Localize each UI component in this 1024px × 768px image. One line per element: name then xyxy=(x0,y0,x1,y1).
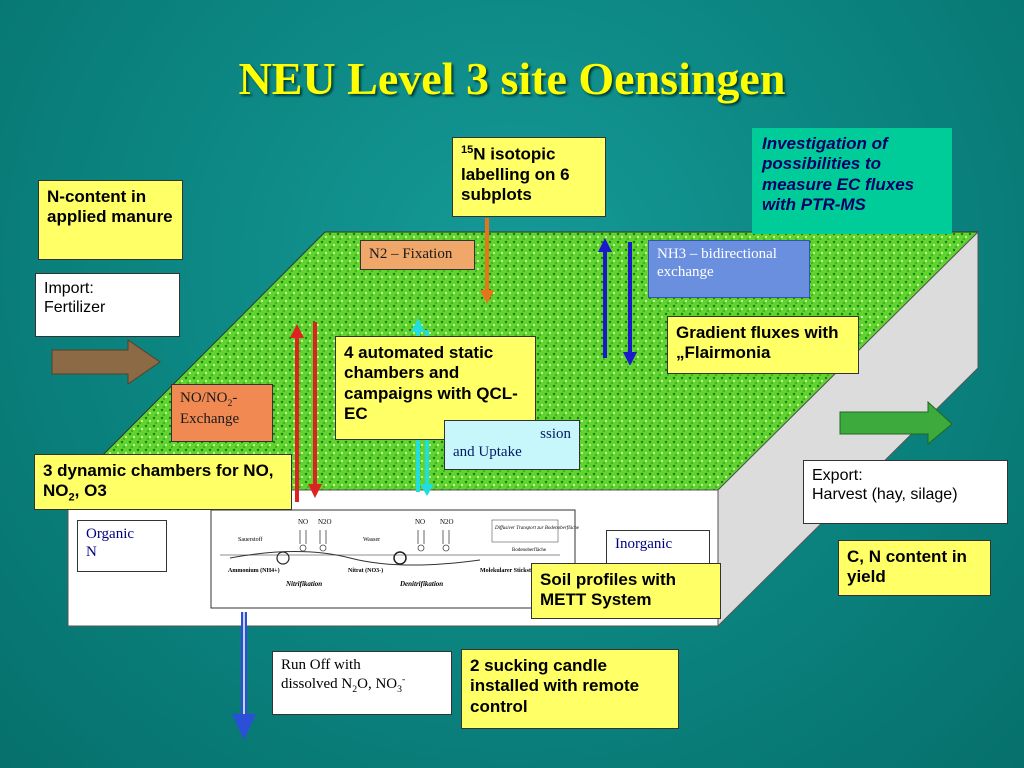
nh3-arrows xyxy=(598,238,637,366)
soil-process-inset: NO N2O NO N2O Sauerstoff Wasser Diffusiv… xyxy=(210,509,580,609)
inset-diffusiver: Diffusiver Transport zur Bodenoberfläche xyxy=(494,526,580,531)
runoff-label: Run Off with dissolved N2O, NO3- xyxy=(272,651,452,715)
ptr-ms-label: Investigation of possibilities to measur… xyxy=(752,128,952,234)
inset-ammonium: Ammonium (NH4+) xyxy=(228,567,280,574)
inset-n2o-2: N2O xyxy=(440,518,454,526)
nh3-exchange-label: NH3 – bidirectional exchange xyxy=(648,240,810,298)
n-content-manure-label: N-content in applied manure xyxy=(38,180,183,260)
gradient-fluxes-label: Gradient fluxes with „Flairmonia xyxy=(667,316,859,374)
isotopic-arrow xyxy=(480,218,494,304)
inset-wasser: Wasser xyxy=(363,537,380,543)
no-exchange-arrows xyxy=(290,322,322,502)
export-arrow xyxy=(839,400,953,446)
inset-molekularer: Molekularer Stickstoff (N2) xyxy=(480,567,551,574)
emission-uptake-label: ssion and Uptake xyxy=(444,420,580,470)
inset-denitrifikation: Denitrifikation xyxy=(399,580,443,588)
no-exchange-label: NO/NO2- Exchange xyxy=(171,384,273,442)
isotopic-sup: 15 xyxy=(461,144,474,156)
inset-bodenoberflaeche: Bodenoberfläche xyxy=(512,548,547,553)
inset-n2o-1: N2O xyxy=(318,518,332,526)
import-line1: Import: xyxy=(44,280,94,297)
import-fertilizer-label: Import: Fertilizer xyxy=(35,273,180,337)
slide-title: NEU Level 3 site Oensingen xyxy=(238,53,786,104)
n2-fixation-label: N2 – Fixation xyxy=(360,240,475,270)
import-arrow xyxy=(51,339,161,385)
no-exchange-line2: Exchange xyxy=(180,410,240,427)
runoff-arrow xyxy=(232,612,256,740)
inset-no-2: NO xyxy=(415,518,425,526)
inset-no-1: NO xyxy=(298,518,308,526)
export-harvest-label: Export: Harvest (hay, silage) xyxy=(803,460,1008,524)
emission-line2: and Uptake xyxy=(453,444,522,460)
no-exchange-line1: NO/NO2- xyxy=(180,390,238,409)
inset-sauerstoff: Sauerstoff xyxy=(238,536,263,543)
cn-content-label: C, N content in yield xyxy=(838,540,991,596)
dynamic-chambers-label: 3 dynamic chambers for NO, NO2, O3 xyxy=(34,454,292,510)
emission-partial: ssion xyxy=(540,426,571,442)
organic-n-label: Organic N xyxy=(77,520,167,572)
inorganic-n-label: Inorganic xyxy=(606,530,710,566)
inset-nitrifikation: Nitrifikation xyxy=(285,580,322,588)
isotopic-labelling-label: 15N isotopic labelling on 6 subplots xyxy=(452,137,606,217)
import-line2: Fertilizer xyxy=(44,299,106,317)
export-line1: Export: xyxy=(812,467,863,484)
export-line2: Harvest (hay, silage) xyxy=(812,486,958,504)
sucking-candle-label: 2 sucking candle installed with remote c… xyxy=(461,649,679,729)
inset-nitrat: Nitrat (NO3-) xyxy=(348,567,383,574)
isotopic-text: N isotopic labelling on 6 subplots xyxy=(461,144,570,205)
soil-profiles-label: Soil profiles with METT System xyxy=(531,563,721,619)
